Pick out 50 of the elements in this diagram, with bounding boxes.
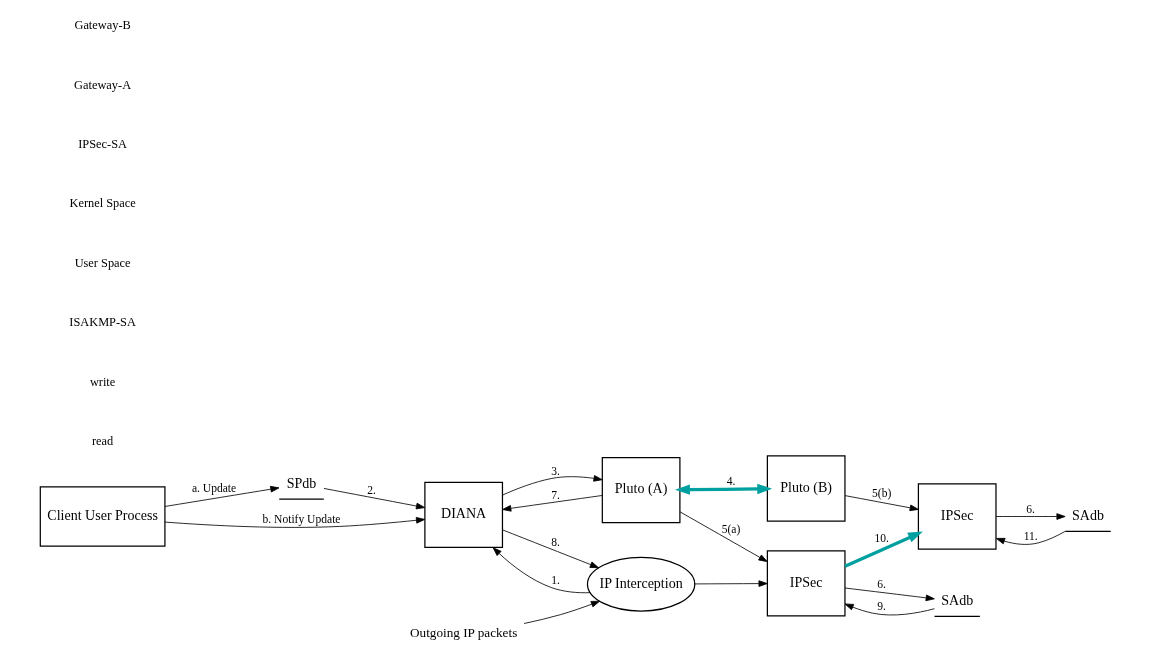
edge-label: 10. <box>873 532 889 545</box>
arrow <box>843 531 923 568</box>
arrow <box>995 513 1066 520</box>
edge-label: 1. <box>550 574 560 587</box>
arrow <box>501 495 603 512</box>
arrow <box>674 483 772 495</box>
edge-label: 6. <box>876 577 886 590</box>
node-box: DIANA <box>423 481 503 549</box>
edge-label: a. Update <box>191 481 236 494</box>
label: write <box>89 374 115 389</box>
label: IPSec-SA <box>77 137 127 152</box>
node-text: SAdb <box>1071 507 1104 523</box>
arrow <box>323 488 425 510</box>
arrow <box>844 587 935 602</box>
edge-label: 8. <box>550 536 560 549</box>
node-box: Pluto (A) <box>601 456 680 524</box>
label: ISAKMP-SA <box>68 315 136 330</box>
label: Gateway-B <box>73 18 131 33</box>
edge-label: 9. <box>876 599 886 612</box>
edge-label: 3. <box>550 464 560 477</box>
arrow <box>492 547 591 594</box>
arrow <box>164 516 425 528</box>
label: Kernel Space <box>68 196 136 211</box>
edge-label: 5(a) <box>721 523 740 536</box>
label: Gateway-A <box>73 77 131 92</box>
edge-label: 5(b) <box>871 486 891 499</box>
arrow <box>844 495 919 512</box>
arrow <box>693 580 768 587</box>
edge-label: 11. <box>1023 529 1038 542</box>
arrow <box>995 530 1066 545</box>
label: User Space <box>74 255 131 270</box>
node-box: IPSec <box>917 483 997 550</box>
node-box: IPSec <box>766 550 846 617</box>
edge-label: 6. <box>1025 503 1035 516</box>
arrow <box>679 511 768 562</box>
node-text: SPdb <box>286 475 316 491</box>
node-box: Pluto (B) <box>766 455 846 522</box>
node-text: Outgoing IP packets <box>409 624 517 640</box>
label: read <box>91 434 113 449</box>
arrow <box>164 485 279 507</box>
edge-label: b. Notify Update <box>262 513 340 526</box>
arrow <box>523 600 600 624</box>
node-text: SAdb <box>940 592 973 608</box>
arrow <box>501 529 599 569</box>
edge-label: 2. <box>366 483 376 496</box>
edge-label: 4. <box>726 475 735 488</box>
arrow <box>501 475 603 496</box>
arrow <box>844 603 935 616</box>
node-box: Client User Process <box>39 486 166 547</box>
edge-label: 7. <box>550 488 560 501</box>
